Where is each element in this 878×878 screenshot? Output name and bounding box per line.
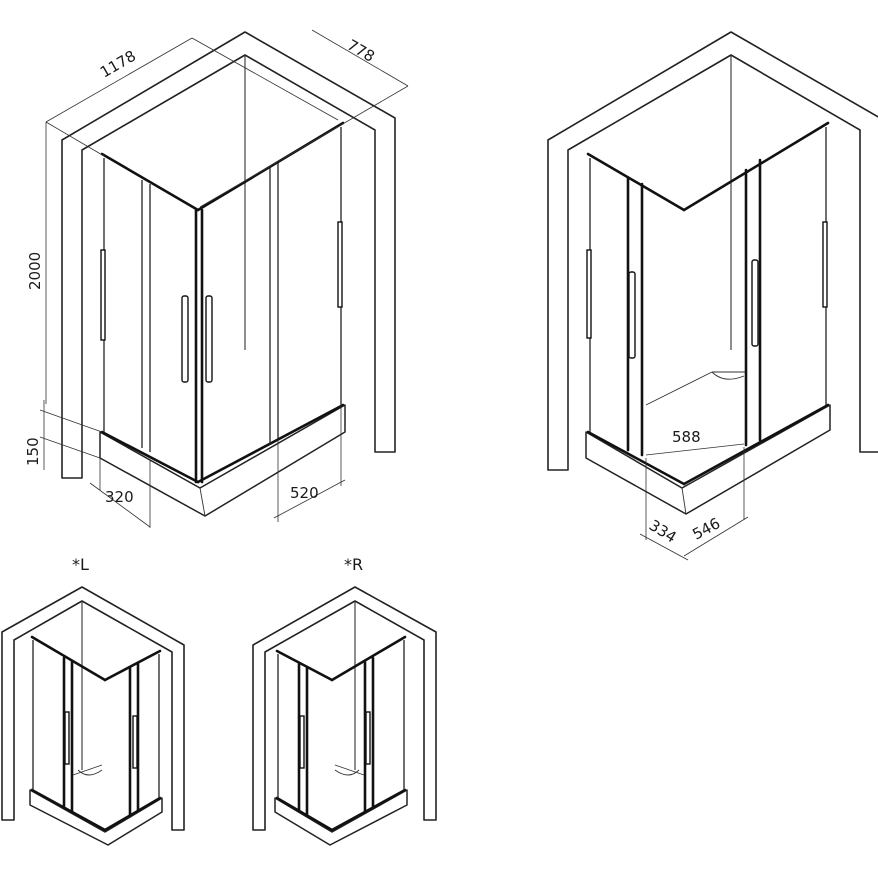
dimension-opening: 588 xyxy=(645,428,745,456)
variant-right-label: *R xyxy=(344,555,363,574)
main-view: 1178 778 2000 150 320 xyxy=(24,29,409,528)
dimension-door-side: 320 xyxy=(89,458,151,528)
variant-left: *L xyxy=(1,555,185,846)
shower-tray-open xyxy=(585,404,831,515)
glass-panels xyxy=(100,121,345,484)
dim-entry-front-label: 546 xyxy=(689,514,723,543)
dimension-height: 2000 xyxy=(26,122,47,404)
left-door-handle-open xyxy=(628,271,636,359)
glass-panels-open xyxy=(586,121,830,486)
right-door-handle-open xyxy=(751,259,759,347)
dimension-tray-height: 150 xyxy=(24,400,103,470)
dim-tray-height-label: 150 xyxy=(24,437,42,466)
open-view: 588 334 546 xyxy=(547,31,878,561)
back-wall-open xyxy=(547,31,878,471)
dim-depth-label: 778 xyxy=(344,36,378,66)
dim-width-label: 1178 xyxy=(97,47,139,82)
right-door-handle xyxy=(205,295,213,383)
dim-height-label: 2000 xyxy=(26,252,44,290)
dim-entry-side-label: 334 xyxy=(646,516,680,546)
dim-door-side-label: 320 xyxy=(105,488,134,506)
left-door-handle xyxy=(181,295,189,383)
dim-opening-label: 588 xyxy=(672,428,701,446)
dimension-door-front: 520 xyxy=(273,405,346,522)
variant-right: *R xyxy=(252,555,437,846)
variant-left-label: *L xyxy=(72,555,89,574)
dim-door-front-label: 520 xyxy=(290,484,319,502)
